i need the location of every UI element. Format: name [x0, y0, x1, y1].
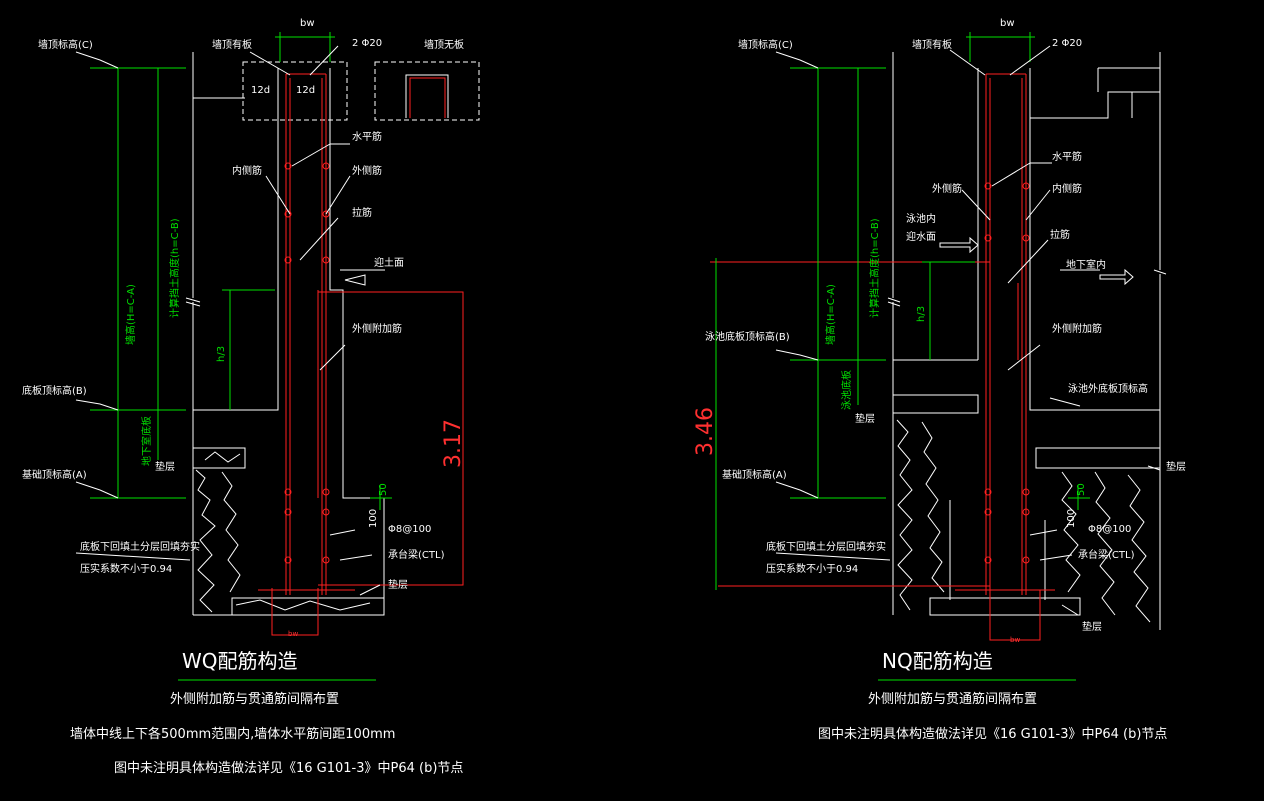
nq-backfill-note2: 压实系数不小于0.94 [766, 562, 858, 575]
wq-elev-c: 墙顶标高(C) [38, 38, 93, 51]
nq-elev-a: 基础顶标高(A) [722, 468, 787, 481]
nq-horiz-bar: 水平筋 [1052, 150, 1082, 163]
nq-rebar-dots [984, 182, 1030, 564]
nq-pool-water2: 迎水面 [906, 231, 936, 243]
wq-cushion-bottom [231, 597, 385, 616]
wq-wall-finish: 墙顶有板 [212, 38, 252, 51]
wq-ctl: 承台梁(CTL) [388, 548, 445, 561]
nq-calc-h: 计算挡土高度(h=C-B) [868, 218, 881, 318]
nq-wall-outline [892, 52, 1161, 630]
nq-elev-b: 泳池底板顶标高(B) [705, 330, 790, 343]
nq-cushion: 垫层 [855, 412, 875, 425]
nq-ctl: 承台梁(CTL) [1078, 548, 1135, 561]
wq-elev-a: 基础顶标高(A) [22, 468, 87, 481]
wq-dim-50: 50 [378, 483, 389, 496]
wq-dim-100: 100 [368, 509, 379, 528]
wq-wall-h: 墙高(H=C-A) [124, 284, 137, 345]
wq-arrow [344, 274, 366, 286]
nq-cushion-right [1035, 447, 1161, 469]
wq-note-3: 图中未注明具体构造做法详见《16 G101-3》中P64 (b)节点 [114, 761, 463, 776]
wq-bottom-cushion: 垫层 [388, 578, 408, 591]
wq-noslab-wall [405, 74, 449, 118]
nq-dim-346: 3.46 [693, 407, 718, 456]
wq-d2: 12d [296, 85, 315, 96]
nq-pool-water1: 泳池内 [906, 212, 936, 225]
wq-inner-bar: 内侧筋 [232, 164, 262, 177]
wq-extra-bar: 外侧附加筋 [352, 322, 402, 335]
wq-rebar-main [258, 73, 464, 636]
nq-arrows [939, 236, 1134, 286]
wq-cushion: 垫层 [155, 460, 175, 473]
wq-horiz-bar: 水平筋 [352, 130, 382, 143]
nq-leaders [775, 45, 1161, 616]
wq-dim-317: 3.17 [441, 419, 466, 468]
wq-stirrup: Φ8@100 [388, 524, 431, 535]
wq-note-1: 外侧附加筋与贯通筋间隔布置 [170, 691, 339, 707]
wq-cushion-top [192, 447, 246, 469]
wq-title: WQ配筋构造 [182, 649, 298, 673]
wq-bottom-dim: bw [288, 630, 298, 638]
wq-break-mark [185, 297, 201, 307]
wq-detail: 墙顶标高(C) 墙顶有板 bw 2 Φ20 墙顶无板 12d 12d 水平筋 内… [22, 18, 480, 776]
nq-extra-bar: 外侧附加筋 [1052, 322, 1102, 335]
wq-backfill-note2: 压实系数不小于0.94 [80, 562, 172, 575]
wq-outer-bar: 外侧筋 [352, 164, 382, 177]
wq-note-2: 墙体中线上下各500mm范围内,墙体水平筋间距100mm [70, 726, 395, 742]
wq-elev-b: 底板顶标高(B) [22, 384, 87, 397]
nq-wall-h: 墙高(H=C-A) [824, 284, 837, 345]
nq-pool-slab: 泳池底板 [840, 370, 853, 410]
wq-slab-label: 地下室底板 [140, 416, 153, 466]
nq-bottom-dim: bw [1010, 636, 1020, 644]
wq-calc-h: 计算挡土高度(h=C-B) [168, 218, 181, 318]
nq-inner-bar: 内侧筋 [1052, 182, 1082, 195]
wq-h3: h/3 [216, 346, 227, 362]
wq-bw: bw [300, 18, 315, 29]
wq-noslab-box [374, 61, 480, 121]
nq-bottom-cushion: 垫层 [1082, 620, 1102, 633]
nq-cushion-top [892, 394, 979, 414]
nq-dim-100: 100 [1066, 509, 1077, 528]
nq-outer-bar: 外侧筋 [932, 182, 962, 195]
nq-backfill-note1: 底板下回填土分层回填夯实 [766, 540, 886, 553]
nq-detail: 墙顶标高(C) 墙顶有板 bw 2 Φ20 水平筋 外侧筋 内侧筋 拉筋 泳池内… [693, 18, 1186, 742]
nq-rebar-top: 2 Φ20 [1052, 38, 1082, 49]
nq-break-marks [887, 269, 1167, 307]
nq-stirrup: Φ8@100 [1088, 524, 1131, 535]
wq-leaders [75, 45, 385, 596]
nq-dimensions [715, 32, 1090, 590]
nq-bw: bw [1000, 18, 1015, 29]
nq-h3: h/3 [916, 306, 927, 322]
nq-elev-c: 墙顶标高(C) [738, 38, 793, 51]
wq-slab-box [242, 61, 348, 121]
nq-basement: 地下室内 [1066, 258, 1106, 271]
nq-note-1: 外侧附加筋与贯通筋间隔布置 [868, 691, 1037, 707]
nq-note-2: 图中未注明具体构造做法详见《16 G101-3》中P64 (b)节点 [818, 727, 1167, 742]
wq-tie-bar: 拉筋 [352, 206, 372, 219]
wq-dimensions [90, 32, 392, 510]
nq-tie-bar: 拉筋 [1050, 228, 1070, 241]
wq-wall-noslab: 墙顶无板 [424, 38, 464, 51]
nq-dim-50: 50 [1076, 483, 1087, 496]
nq-cushion-bottom [929, 597, 1081, 616]
nq-rebar-main [710, 73, 1055, 641]
nq-cushion2: 垫层 [1166, 460, 1186, 473]
wq-noslab-rebar [409, 77, 446, 118]
nq-title: NQ配筋构造 [882, 649, 993, 673]
nq-outer-slab: 泳池外底板顶标高 [1068, 382, 1148, 395]
nq-wall-finish: 墙顶有板 [912, 38, 952, 51]
wq-d1: 12d [251, 85, 270, 96]
nq-soil-hatch [896, 419, 1151, 623]
wq-backfill-note1: 底板下回填土分层回填夯实 [80, 540, 200, 553]
wq-backfill: 迎土面 [374, 256, 404, 269]
wq-rebar-top: 2 Φ20 [352, 38, 382, 49]
wq-soil-hatch [195, 451, 371, 613]
wq-rebar-dots [284, 162, 330, 564]
